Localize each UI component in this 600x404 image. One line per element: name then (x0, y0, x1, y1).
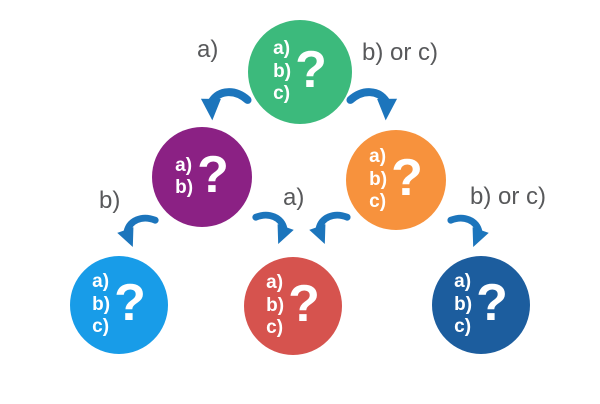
option-a: a) (92, 271, 110, 293)
node-root-options: a) b) c) (273, 38, 291, 105)
option-a: a) (266, 272, 284, 294)
edge-label-root-right: b) or c) (362, 39, 439, 66)
option-a: a) (454, 271, 472, 293)
option-a: a) (175, 154, 193, 176)
node-bottom-mid: a) b) c) ? (244, 257, 342, 355)
option-c: c) (266, 317, 284, 339)
question-mark: ? (197, 146, 229, 204)
option-b: b) (273, 60, 292, 82)
option-c: c) (92, 316, 110, 338)
node-bottom-left-options: a) b) c) (92, 271, 110, 338)
option-b: b) (92, 293, 111, 315)
node-bottom-mid-options: a) b) c) (266, 272, 284, 339)
node-bottom-left: a) b) c) ? (70, 256, 168, 354)
arrow-mid-right-to-bottom-right-icon (436, 201, 500, 263)
option-a: a) (273, 38, 291, 60)
option-b: b) (369, 168, 388, 190)
option-c: c) (273, 83, 291, 105)
node-mid-left: a) b) ? (152, 127, 252, 227)
question-mark: ? (288, 275, 320, 333)
edge-label-mid-right: b) or c) (470, 183, 547, 210)
question-mark: ? (295, 41, 327, 99)
arrow-root-to-mid-left-icon (193, 79, 256, 132)
node-bottom-right: a) b) c) ? (432, 256, 530, 354)
option-b: b) (175, 177, 194, 198)
option-a: a) (369, 146, 387, 168)
option-c: c) (369, 191, 387, 213)
arrow-root-to-mid-right-icon (343, 79, 406, 132)
node-bottom-right-options: a) b) c) (454, 271, 472, 338)
question-mark: ? (476, 274, 508, 332)
edge-label-mid-left: b) (99, 187, 121, 214)
edge-label-root-left: a) (197, 36, 219, 63)
question-mark: ? (114, 274, 146, 332)
node-root: a) b) c) ? (248, 20, 352, 124)
edge-label-mid-center: a) (283, 184, 305, 211)
option-c: c) (454, 316, 472, 338)
question-mark: ? (391, 149, 423, 207)
option-b: b) (454, 293, 473, 315)
arrow-mid-right-to-bottom-mid-icon (298, 198, 362, 260)
node-mid-right: a) b) c) ? (346, 130, 446, 230)
option-b: b) (266, 294, 285, 316)
node-mid-right-options: a) b) c) (369, 146, 387, 213)
node-mid-left-options: a) b) (175, 155, 193, 200)
